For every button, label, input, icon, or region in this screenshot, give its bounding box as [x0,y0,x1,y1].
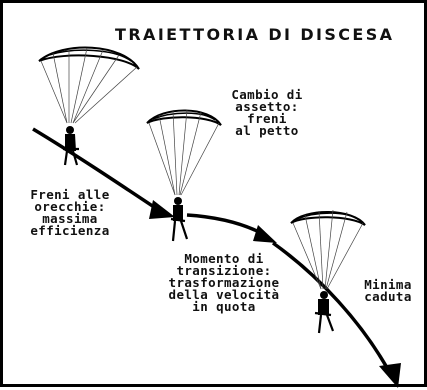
trajectory-segment-2 [186,213,266,237]
label-momento-di-transizione: Momento di transizione: trasformazione d… [168,251,280,314]
paraglider-icon-1 [38,46,140,166]
label-freni-alle-orecchie: Freni alle orecchie: massima efficienza [30,187,110,238]
descent-trajectory-diagram [32,46,401,388]
diagram-title: TRAIETTORIA DI DISCESA [115,25,395,44]
paraglider-icon-2 [146,109,222,242]
trajectory-arrowhead-2 [253,225,277,243]
label-cambio-di-assetto: Cambio di assetto: freni al petto [231,87,303,138]
trajectory-segment-1 [32,127,164,215]
label-minima-caduta: Minima caduta [364,277,412,304]
trajectory-arrowhead-1 [149,200,175,219]
trajectory-arrowhead-3 [379,363,401,388]
trajectory-segment-3 [271,241,393,376]
paraglider-icon-3 [290,209,366,334]
